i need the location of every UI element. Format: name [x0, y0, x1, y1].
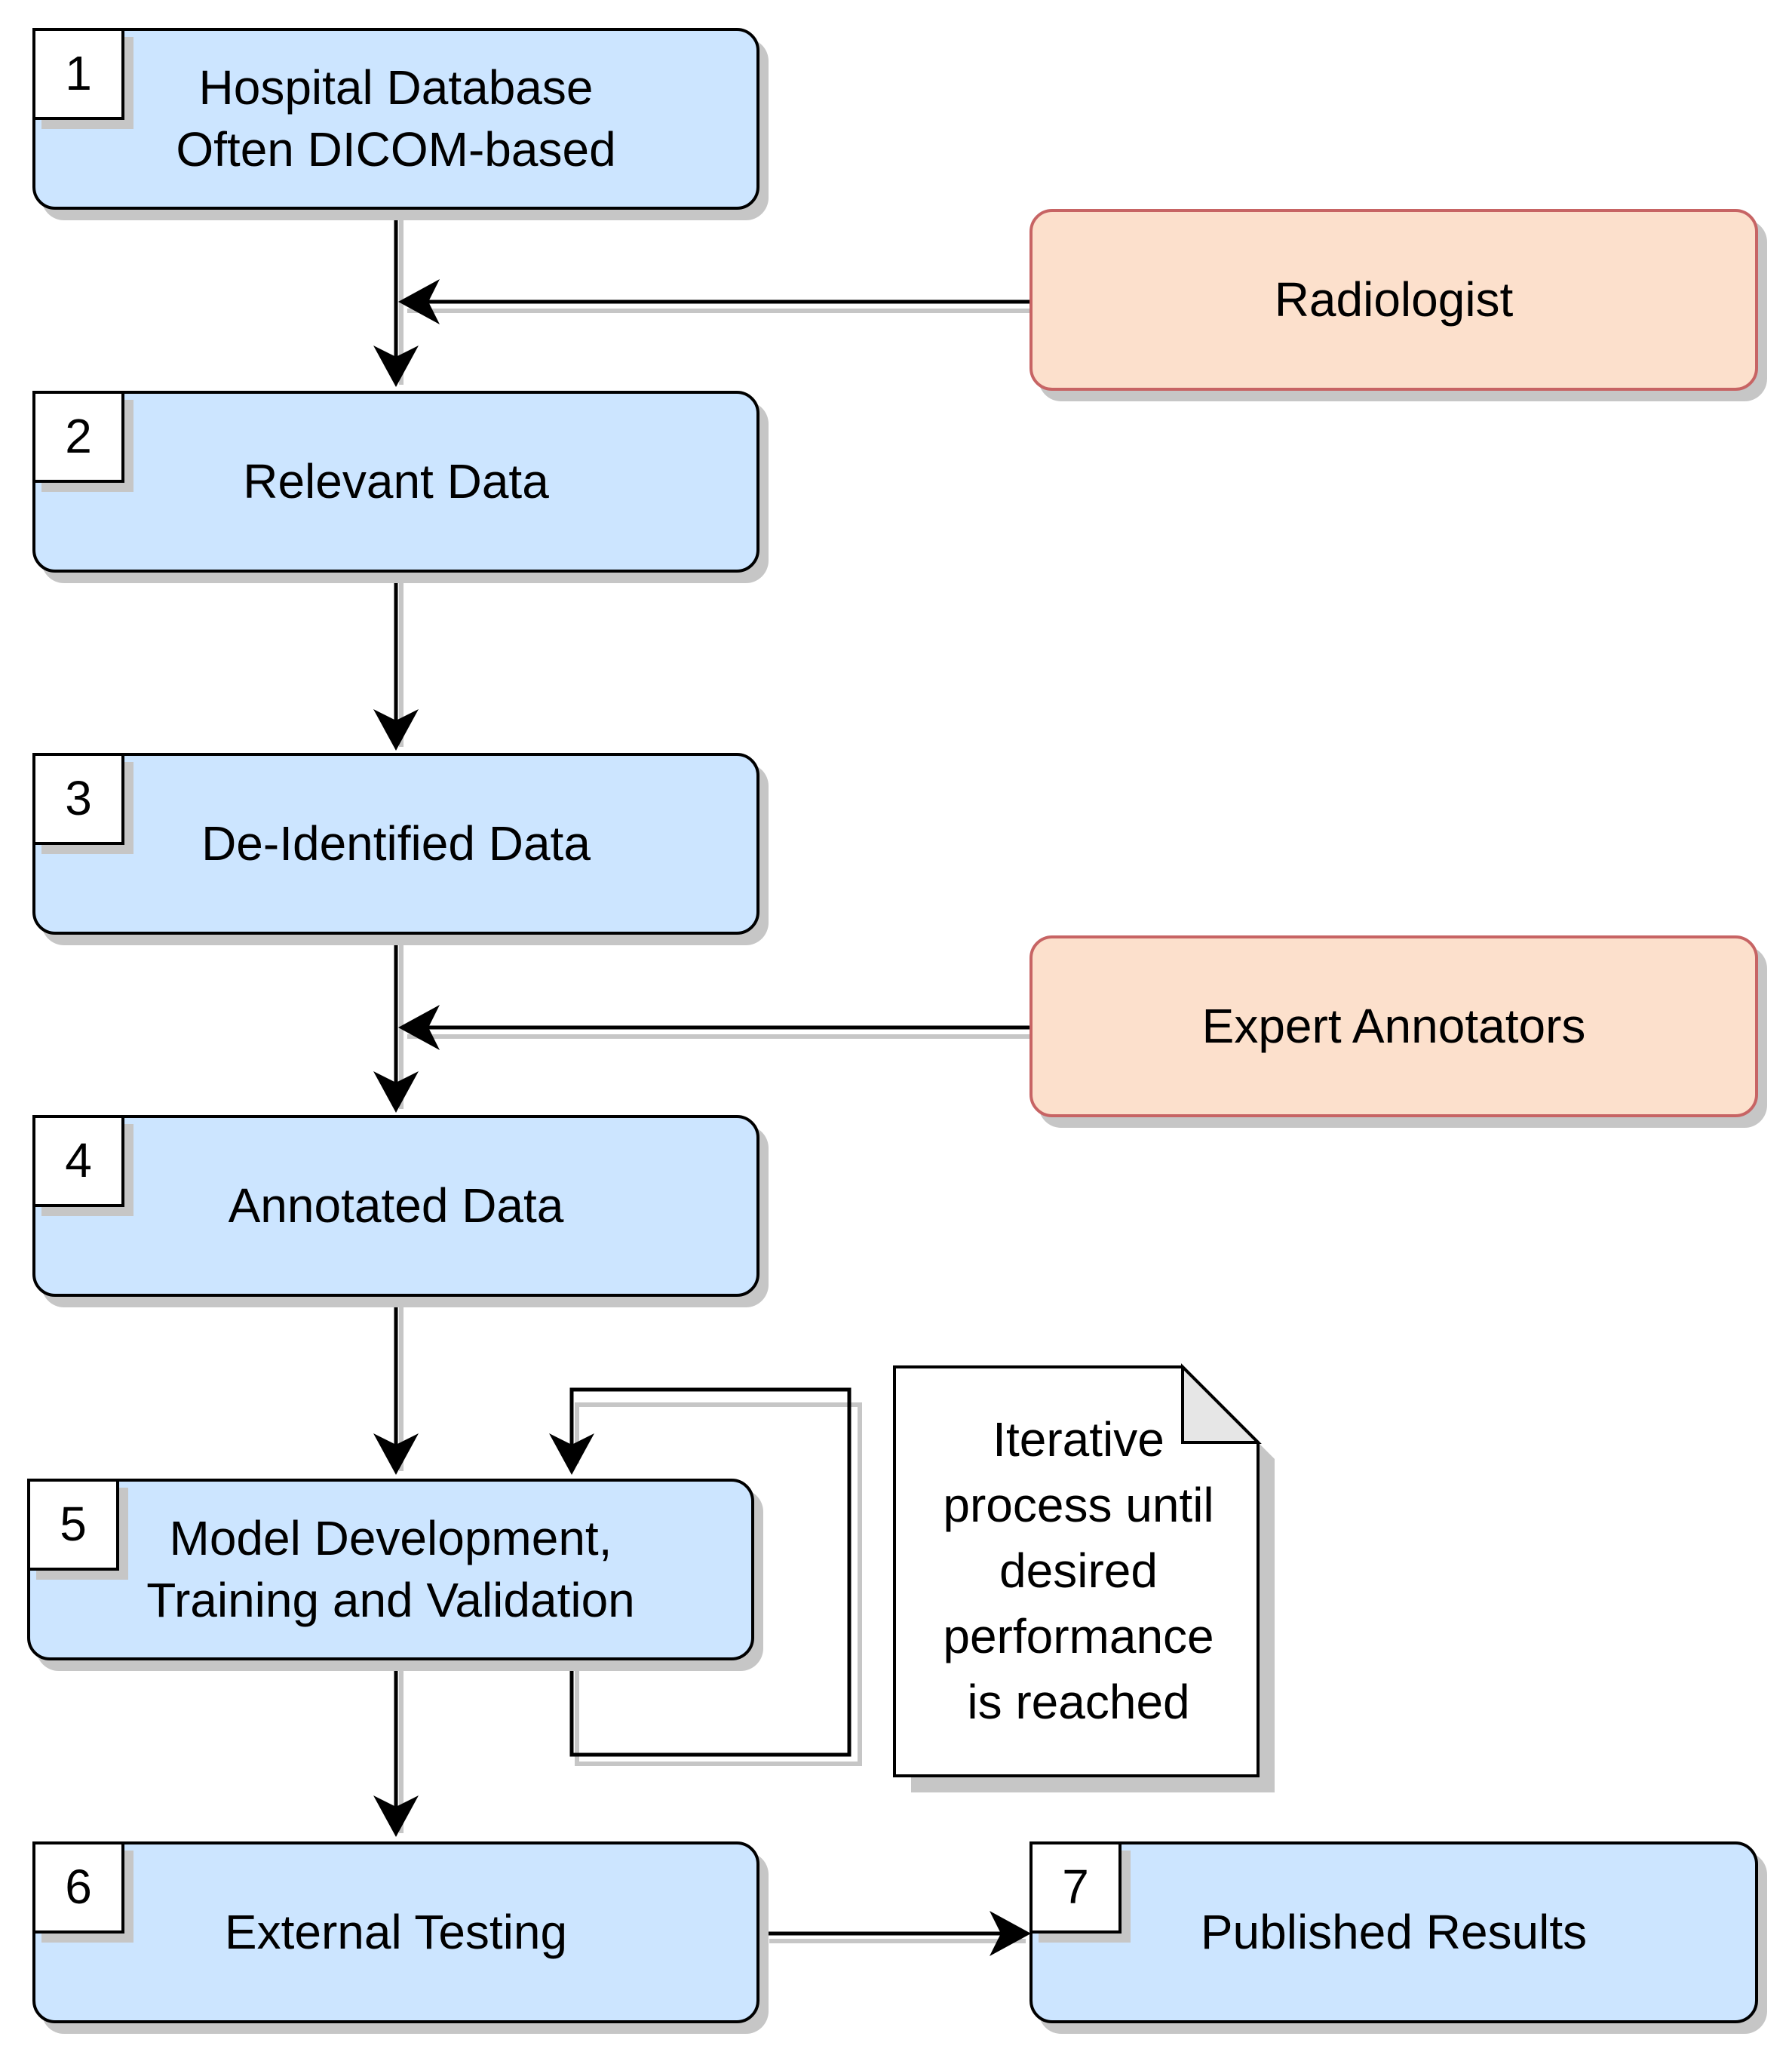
node-label: Relevant Data — [243, 453, 549, 508]
node-label: External Testing — [224, 1904, 568, 1959]
node-label: De-Identified Data — [201, 815, 591, 871]
actor-label: Radiologist — [1274, 272, 1514, 327]
step-number-badge: 7 — [1029, 1841, 1122, 1934]
node-hospital-database: 1 Hospital Database Often DICOM-based — [32, 28, 759, 210]
actor-radiologist: Radiologist — [1029, 209, 1758, 391]
actor-expert-annotators: Expert Annotators — [1029, 935, 1758, 1117]
node-label: Annotated Data — [228, 1178, 564, 1233]
node-label: Published Results — [1200, 1904, 1588, 1959]
node-relevant-data: 2 Relevant Data — [32, 391, 759, 573]
step-number-badge: 3 — [32, 753, 124, 845]
node-label: Hospital Database Often DICOM-based — [176, 60, 616, 177]
iteration-loop — [549, 1387, 852, 1757]
step-number-badge: 2 — [32, 391, 124, 483]
actor-label: Expert Annotators — [1201, 998, 1586, 1053]
node-annotated-data: 4 Annotated Data — [32, 1115, 759, 1297]
node-de-identified-data: 3 De-Identified Data — [32, 753, 759, 935]
note-shape — [893, 1363, 1275, 1792]
step-number-badge: 5 — [27, 1479, 119, 1571]
node-model-development: 5 Model Development, Training and Valida… — [27, 1479, 754, 1660]
node-label: Model Development, Training and Validati… — [146, 1511, 635, 1627]
node-external-testing: 6 External Testing — [32, 1841, 759, 2023]
step-number-badge: 6 — [32, 1841, 124, 1934]
step-number-badge: 4 — [32, 1115, 124, 1207]
node-published-results: 7 Published Results — [1029, 1841, 1758, 2023]
iteration-note: Iterative process until desired performa… — [943, 1412, 1214, 1730]
step-number-badge: 1 — [32, 28, 124, 120]
